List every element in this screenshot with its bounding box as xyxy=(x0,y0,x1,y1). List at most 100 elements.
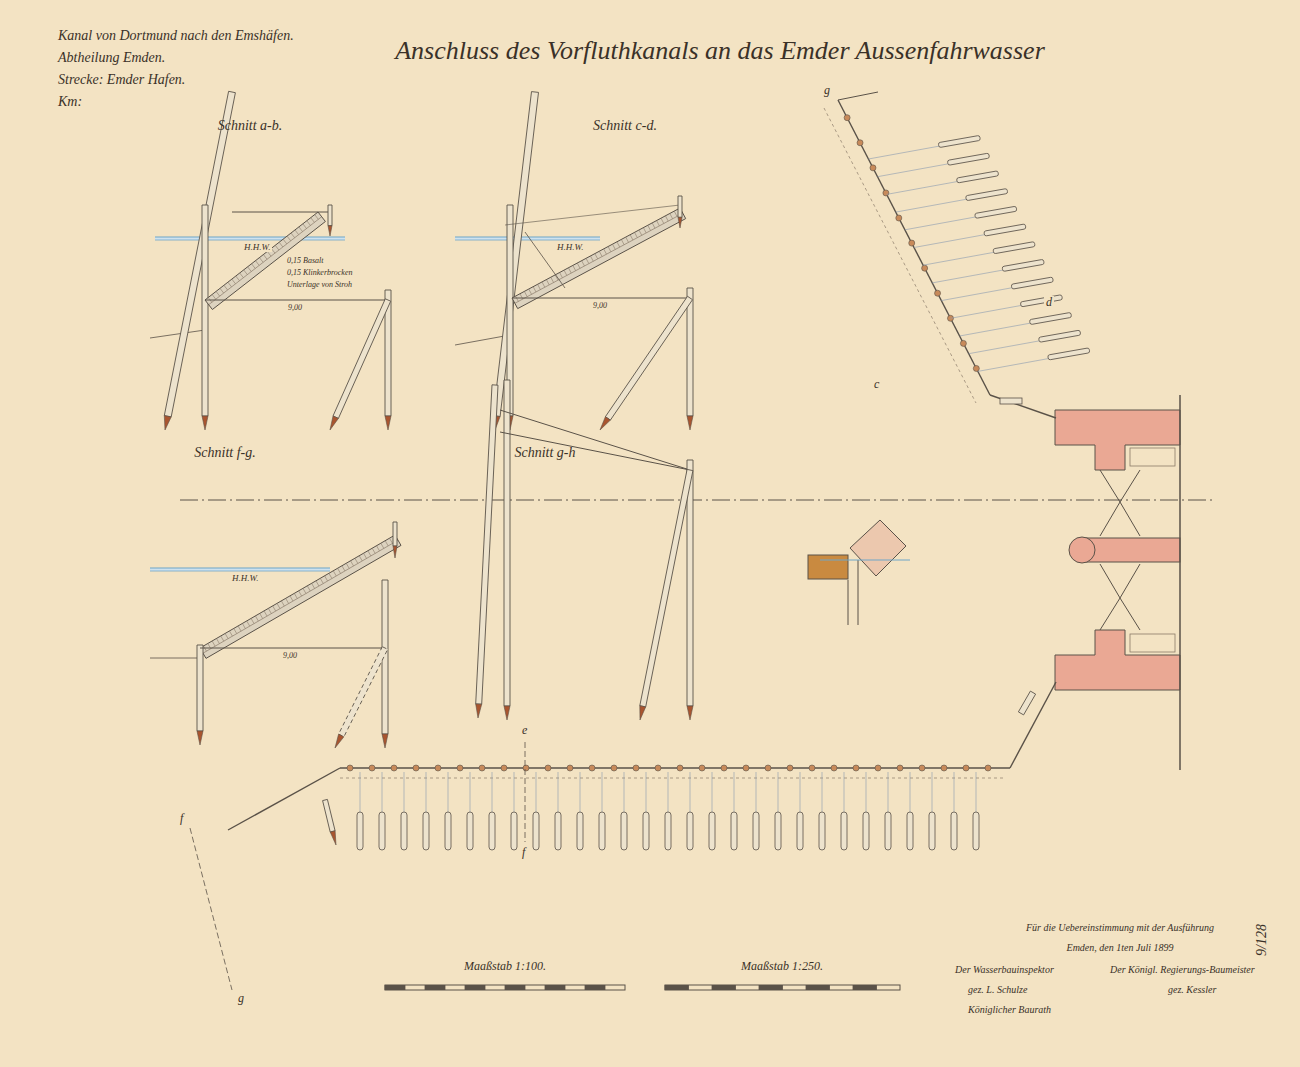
revetment-hatch xyxy=(287,236,291,241)
revetment-hatch xyxy=(295,230,299,235)
pile-head xyxy=(369,765,375,771)
revetment-hatch xyxy=(648,225,651,230)
anchor-pile xyxy=(1002,259,1044,271)
pile xyxy=(333,299,391,419)
revetment-hatch xyxy=(273,606,276,611)
anchor-pile xyxy=(643,812,649,850)
pile-tip xyxy=(202,416,208,430)
header-note: Km: xyxy=(58,94,82,110)
anchor-tie xyxy=(932,772,933,812)
anchor-pile xyxy=(687,812,693,850)
scale-segment xyxy=(665,985,689,990)
anchor-pile xyxy=(1018,691,1035,715)
revetment-hatch xyxy=(251,618,254,623)
anchor-tie xyxy=(756,772,757,812)
revetment-hatch xyxy=(263,255,267,260)
section-line xyxy=(190,828,232,990)
revetment-hatch xyxy=(564,270,567,275)
anchor-pile xyxy=(938,135,980,147)
revetment-hatch xyxy=(221,636,224,641)
revetment-hatch xyxy=(604,249,607,254)
tie-line xyxy=(205,300,388,301)
pile-head xyxy=(909,240,915,246)
revetment-hatch xyxy=(364,553,367,558)
pile-head xyxy=(853,765,859,771)
detail-pile xyxy=(858,560,859,625)
pile-tip xyxy=(600,417,610,430)
anchor-pile xyxy=(533,812,539,850)
pile xyxy=(197,645,203,731)
pile-head xyxy=(765,765,771,771)
wing-wall xyxy=(1010,682,1056,768)
pile xyxy=(323,799,336,832)
anchor-tie xyxy=(492,772,493,812)
section-letter: c xyxy=(872,378,881,392)
revetment-hatch xyxy=(312,583,315,588)
revetment-hatch xyxy=(294,593,297,598)
water-line xyxy=(455,236,600,237)
revetment-hatch xyxy=(316,581,319,586)
revetment-hatch xyxy=(377,546,380,551)
anchor-pile xyxy=(753,812,759,850)
header-note: Abtheilung Emden. xyxy=(58,50,165,66)
revetment-layer xyxy=(203,540,398,653)
anchor-tie xyxy=(536,772,537,812)
scale-segment xyxy=(585,985,605,990)
anchor-pile xyxy=(863,812,869,850)
pile-head xyxy=(919,765,925,771)
scale-segment xyxy=(425,985,445,990)
scale-tick xyxy=(876,985,877,990)
anchor-pile xyxy=(1000,398,1022,404)
revetment-hatch xyxy=(224,285,228,290)
water-line xyxy=(455,240,600,241)
revetment-hatch xyxy=(577,263,580,268)
anchor-pile xyxy=(621,812,627,850)
dimension: 9,00 xyxy=(281,651,299,660)
scale-tick xyxy=(445,985,446,990)
section-title: Schnitt f-g. xyxy=(194,445,255,461)
anchor-pile xyxy=(445,812,451,850)
water-band xyxy=(150,568,330,571)
revetment-hatch xyxy=(229,631,232,636)
scale-segment xyxy=(465,985,485,990)
anchor-tie xyxy=(778,772,779,812)
revetment-hatch xyxy=(670,213,673,218)
revetment-hatch xyxy=(674,211,677,216)
section-letter: g xyxy=(822,84,832,98)
revetment-hatch xyxy=(255,261,259,266)
revetment-hatch xyxy=(385,541,388,546)
scale-tick xyxy=(525,985,526,990)
section-letter: d xyxy=(1044,296,1054,310)
material-note: Unterlage von Stroh xyxy=(285,280,354,289)
revetment-hatch xyxy=(617,242,620,247)
anchor-pile xyxy=(511,812,517,850)
water-level: H.H.W. xyxy=(242,242,272,252)
revetment-hatch xyxy=(299,591,302,596)
pile-head xyxy=(875,765,881,771)
anchor-pile xyxy=(885,812,891,850)
anchor-pile xyxy=(489,812,495,850)
wing-wall xyxy=(990,395,1056,418)
pile-tip xyxy=(687,416,693,430)
water-level: H.H.W. xyxy=(555,242,585,252)
anchor-pile xyxy=(401,812,407,850)
pile-head xyxy=(963,765,969,771)
revetment-hatch xyxy=(389,538,392,543)
revetment xyxy=(205,212,325,310)
tie-line xyxy=(500,432,690,470)
anchor-pile xyxy=(1020,295,1062,307)
revetment-hatch xyxy=(281,601,284,606)
scale-tick xyxy=(485,985,486,990)
revetment-hatch xyxy=(259,258,263,263)
scale-tick xyxy=(782,985,783,990)
revetment-hatch xyxy=(372,548,375,553)
revetment-hatch xyxy=(325,576,328,581)
tie-line xyxy=(512,298,690,299)
pile-head xyxy=(922,265,928,271)
anchor-pile xyxy=(577,812,583,850)
revetment-hatch xyxy=(216,291,220,296)
revetment-hatch xyxy=(586,258,589,263)
pile-tip xyxy=(687,706,693,720)
dimension-line xyxy=(340,778,1005,779)
scale-tick xyxy=(735,985,736,990)
